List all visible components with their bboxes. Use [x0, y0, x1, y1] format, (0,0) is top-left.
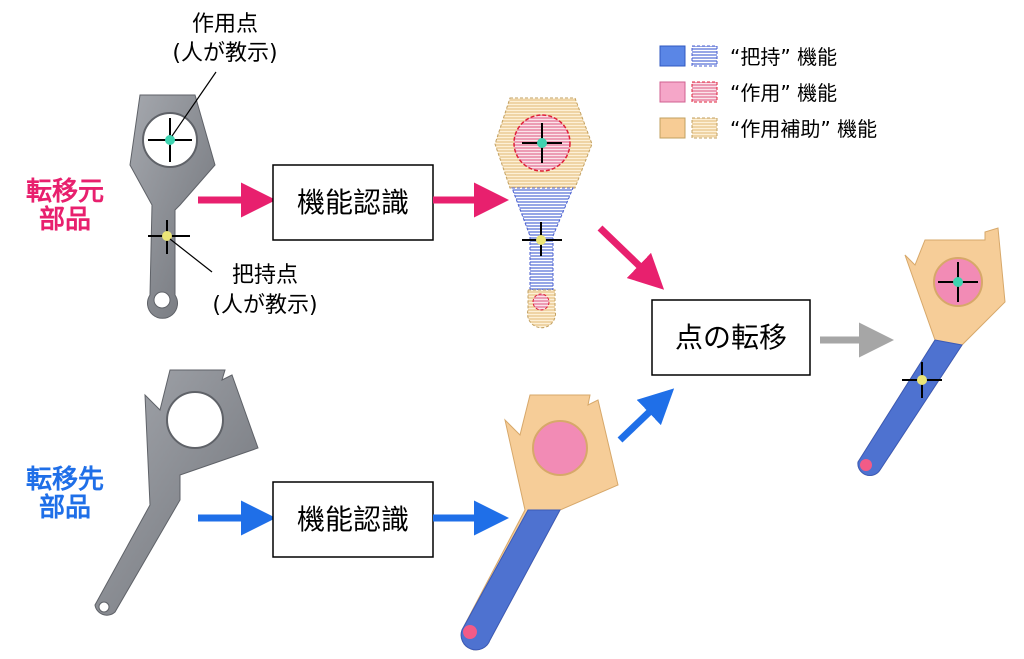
grip-point-label: 把持点: [232, 263, 298, 288]
recognition-box-top-label: 機能認識: [297, 186, 409, 219]
source-part-label: 転移元: [26, 177, 104, 207]
source-part-sublabel: 部品: [39, 205, 91, 235]
colored-target-to-transfer-arrow: [617, 388, 675, 443]
target-part-sublabel: 部品: [39, 493, 91, 523]
grip-point-marker: [148, 220, 213, 273]
point-transfer-label: 点の転移: [675, 321, 787, 354]
legend-grip: “把持” 機能: [730, 45, 837, 69]
action-point-sublabel: (人が教示): [172, 41, 277, 66]
action-point-marker: [148, 71, 217, 162]
result-part: [857, 227, 1006, 476]
legend-action: “作用” 機能: [730, 81, 837, 105]
recognition-box-bottom: [272, 481, 434, 558]
segmented-source-part: [494, 97, 593, 329]
target-part-model: [94, 369, 259, 616]
recognition-box-top: [272, 164, 434, 241]
recognition-box-bottom-label: 機能認識: [297, 503, 409, 536]
colored-target-part: [460, 394, 619, 651]
legend-assist: “作用補助” 機能: [730, 117, 877, 141]
legend: “把持” 機能 “作用” 機能 “作用補助” 機能: [659, 45, 877, 141]
target-part-label: 転移先: [26, 465, 104, 495]
source-part-model: [129, 94, 216, 319]
grip-point-sublabel: (人が教示): [212, 293, 317, 318]
point-transfer-box: [651, 299, 811, 376]
action-point-label: 作用点: [192, 12, 258, 37]
segmented-to-transfer-arrow: [597, 225, 665, 290]
